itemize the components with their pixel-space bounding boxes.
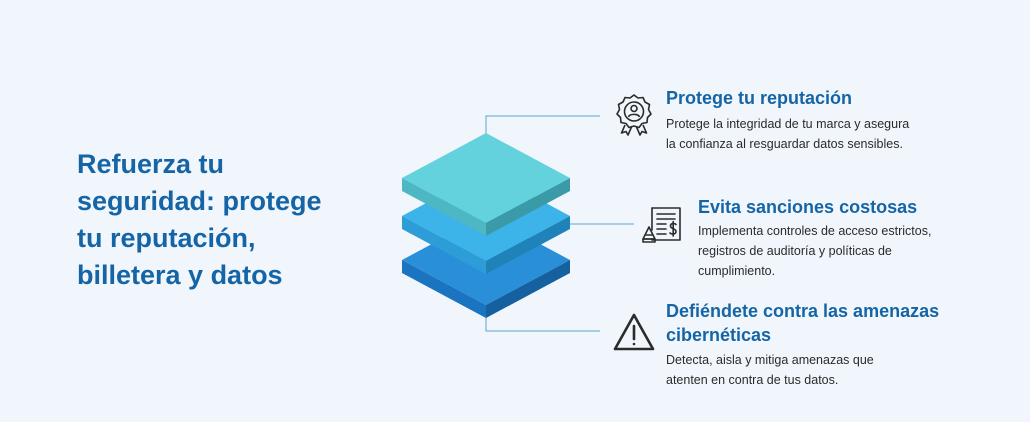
invoice-sanctions-icon xyxy=(640,202,684,246)
feature-desc-line: registros de auditoría y políticas de xyxy=(698,244,892,258)
headline-line-4: billetera y datos xyxy=(77,260,283,290)
feature-title-reputation: Protege tu reputación xyxy=(666,88,853,108)
connector-bottom xyxy=(485,310,600,332)
layer-top xyxy=(402,133,570,236)
feature-desc-line: la confianza al resguardar datos sensibl… xyxy=(666,137,903,151)
award-badge-icon xyxy=(612,92,656,136)
headline-line-3: tu reputación, xyxy=(77,223,256,253)
feature-desc-line: cumplimiento. xyxy=(698,264,776,278)
connector-top xyxy=(485,115,600,134)
feature-desc-sanctions: Implementa controles de acceso estrictos… xyxy=(698,221,931,281)
headline-line-1: Refuerza tu xyxy=(77,149,225,179)
feature-title-line: Defiéndete contra las amenazas xyxy=(666,301,940,321)
feature-desc-reputation: Protege la integridad de tu marca y aseg… xyxy=(666,114,909,154)
headline: Refuerza tu seguridad: protege tu reputa… xyxy=(77,146,367,294)
feature-desc-threats: Detecta, aisla y mitiga amenazas que ate… xyxy=(666,350,874,390)
headline-line-2: seguridad: protege xyxy=(77,186,322,216)
feature-title-line: cibernéticas xyxy=(666,325,772,345)
feature-title-threats: Defiéndete contra las amenazas cibernéti… xyxy=(666,299,939,347)
feature-title-sanctions: Evita sanciones costosas xyxy=(698,197,918,217)
feature-desc-line: Detecta, aisla y mitiga amenazas que xyxy=(666,353,874,367)
feature-desc-line: Protege la integridad de tu marca y aseg… xyxy=(666,117,910,131)
feature-desc-line: Implementa controles de acceso estrictos… xyxy=(698,224,932,238)
warning-triangle-icon xyxy=(612,310,656,354)
feature-desc-line: atenten en contra de tus datos. xyxy=(666,373,839,387)
